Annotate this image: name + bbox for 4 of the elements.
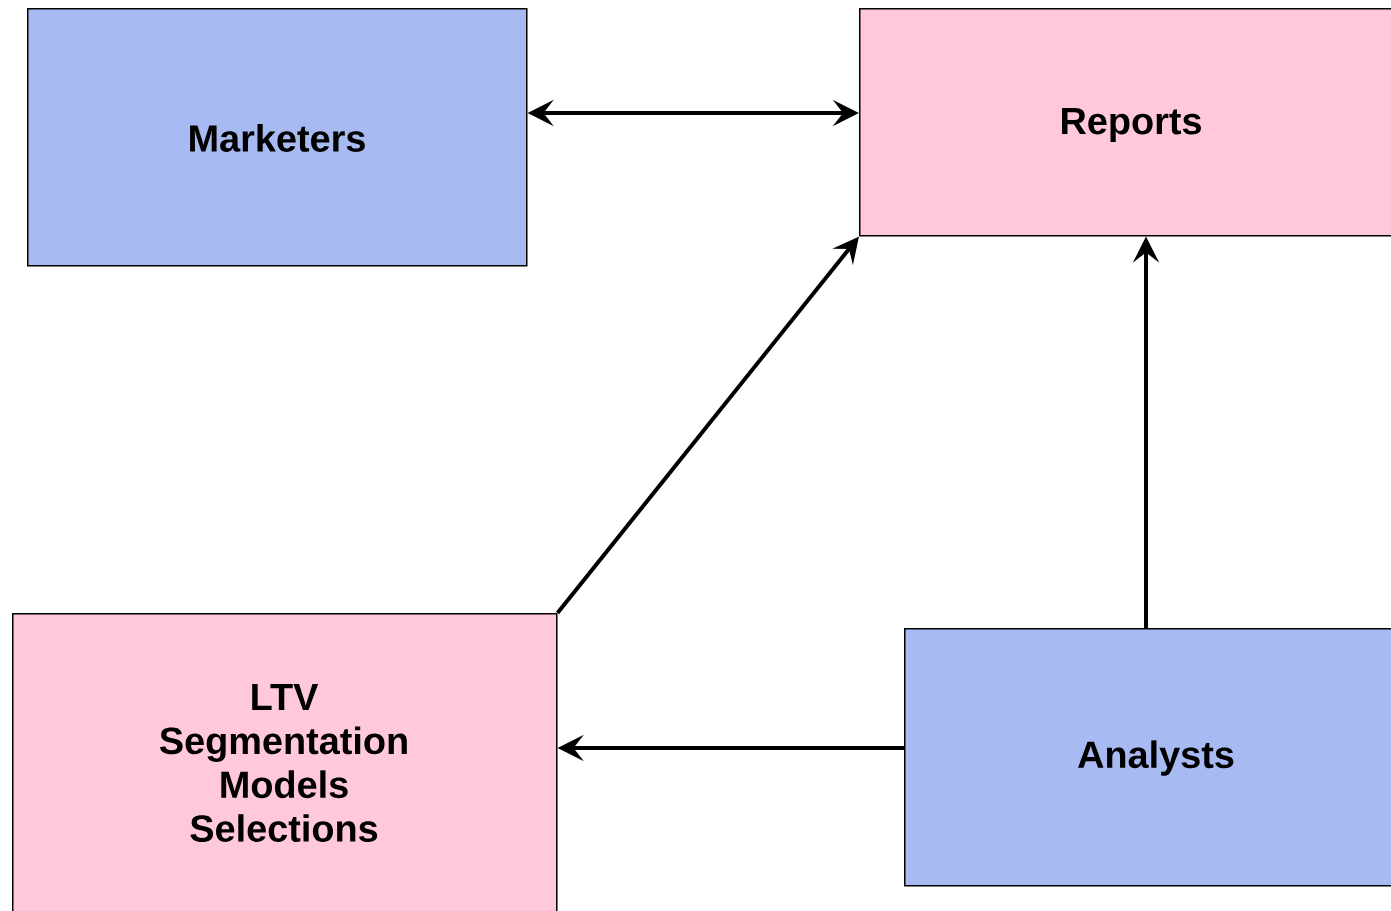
- process-box: Analysts: [904, 628, 1391, 887]
- process-box: LTV Segmentation Models Selections: [12, 613, 558, 911]
- process-box: Marketers: [27, 8, 528, 267]
- process-box: Reports: [859, 8, 1391, 237]
